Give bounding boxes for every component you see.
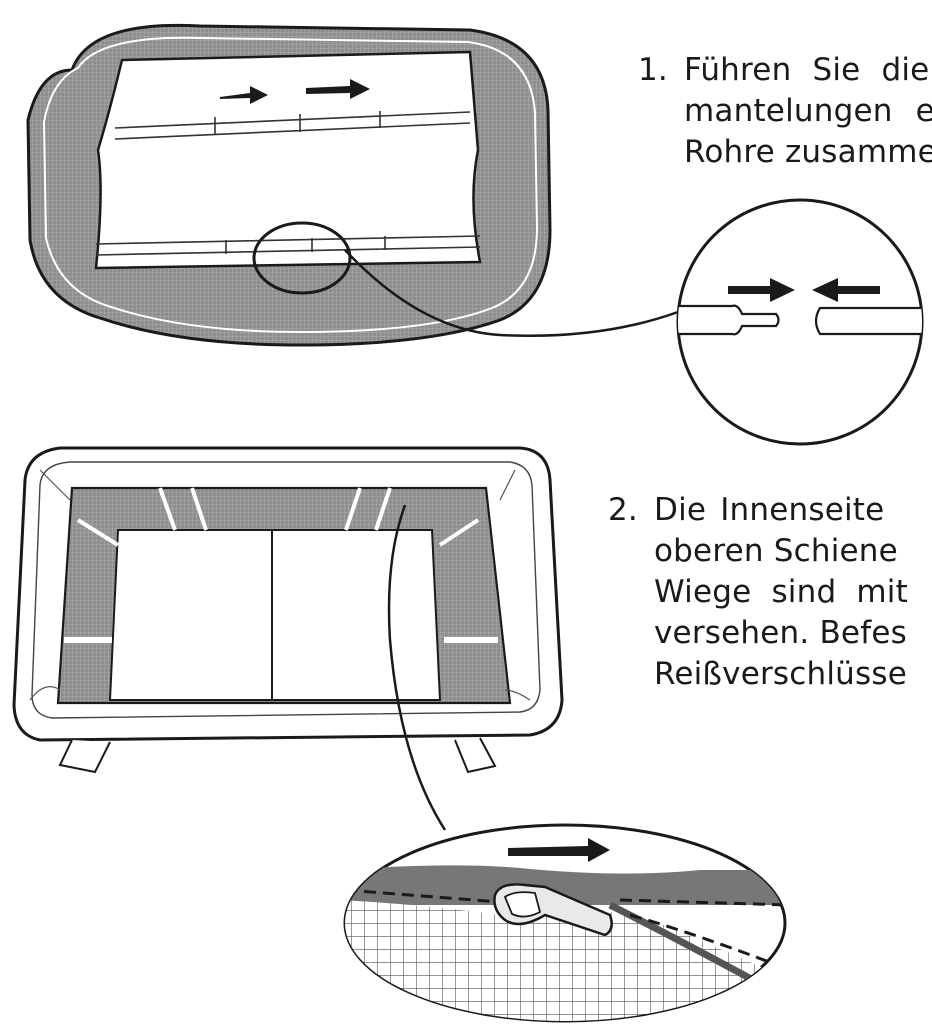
step-line: Die Innenseite [654,492,885,528]
step-2-text: 2. Die Innenseite oberen Schiene Wiege s… [608,490,932,700]
step-line: Führen Sie die [684,52,930,88]
magnifier-circle-icon [676,198,924,446]
step-line: oberen Schiene [654,533,898,569]
step-line: Rohre zusamme [684,134,932,170]
zipper-closeup [343,823,787,1023]
step-line: versehen. Befes [654,615,907,651]
step-line: Wiege sind mit [654,574,908,610]
folded-playpen-figure [26,23,552,347]
step-number: 2. [608,492,638,528]
open-playpen-figure [12,446,564,774]
arrow-left-icon [812,278,880,302]
arrow-right-icon [728,278,795,302]
step-line: mantelungen e [684,93,932,129]
zipper-pull-icon [493,883,613,937]
step-line: Reißverschlüsse [654,656,907,692]
arrow-right-icon [508,838,610,862]
step-number: 1. [638,52,668,88]
step-1-text: 1. Führen Sie die mantelungen e Rohre zu… [638,50,932,180]
arrow-right-icon [306,79,370,99]
arrow-left-icon [220,86,268,104]
